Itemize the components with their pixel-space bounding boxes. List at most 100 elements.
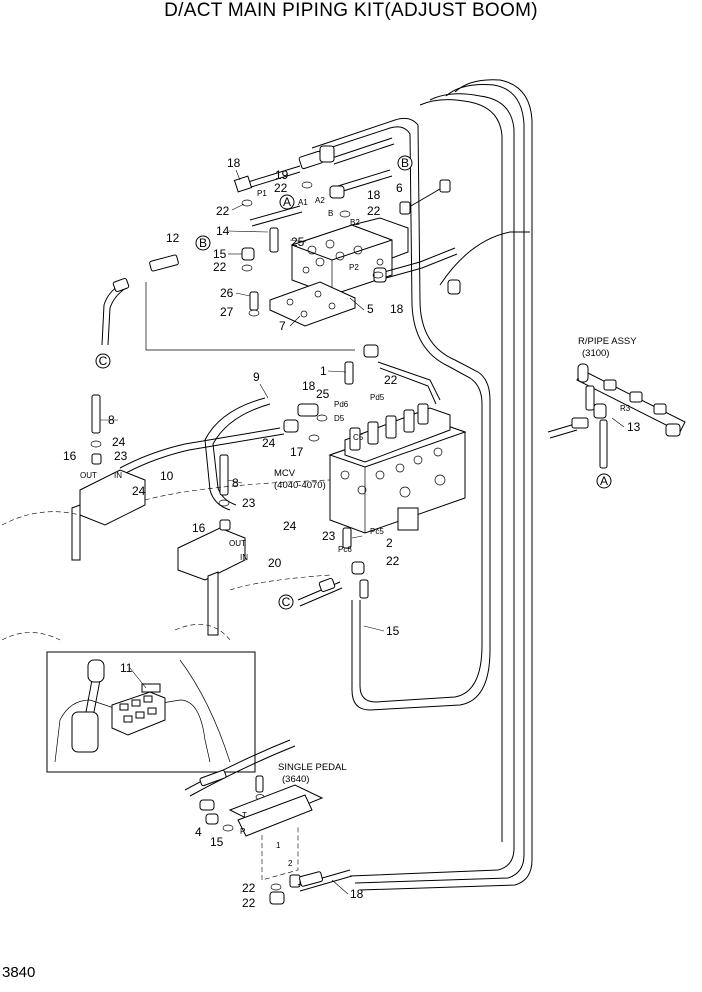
page-number: 3840 — [2, 964, 36, 981]
connector-b-upper: B — [397, 155, 413, 171]
callout-22: 15 — [210, 835, 224, 849]
callout-27: 27 — [220, 305, 234, 319]
port-a2: A2 — [315, 196, 325, 205]
connector-c-left: C — [95, 353, 111, 369]
pipe-bundle — [304, 79, 533, 891]
callout-24: 23 — [242, 496, 256, 510]
left-bracket-upper — [71, 394, 146, 561]
port-d5: D5 — [334, 414, 345, 423]
port-in-lower: IN — [240, 553, 248, 562]
callout-22: 2 — [386, 536, 393, 550]
connector-b-left: B — [195, 235, 211, 251]
callout-21: 13 — [627, 420, 641, 434]
callout-18: 18 — [302, 379, 316, 393]
callout-15: 4 — [195, 825, 202, 839]
port-1: 1 — [276, 841, 281, 850]
port-t: T — [242, 811, 247, 820]
callout-25: 25 — [291, 235, 305, 249]
callout-22: 22 — [384, 373, 398, 387]
callout-22: 22 — [216, 204, 230, 218]
mcv-note-line2: (4040-4070) — [274, 480, 326, 491]
port-pc5: Pc5 — [370, 527, 384, 536]
callout-13: 18 — [350, 887, 364, 901]
callout-22: 22 — [367, 204, 381, 218]
connector-label: A — [283, 195, 291, 209]
connector-label: A — [600, 474, 608, 488]
page-title: D/ACT MAIN PIPING KIT(ADJUST BOOM) — [164, 0, 538, 21]
upper-valve-block — [290, 217, 409, 296]
callout-18: 22 — [242, 896, 256, 910]
callout-23: 23 — [114, 449, 128, 463]
port-pd5: Pd5 — [370, 393, 385, 402]
pedal-note-line2: (3640) — [282, 774, 309, 785]
callout-24: 24 — [112, 435, 126, 449]
connector-a-upper: A — [279, 194, 295, 210]
callout-23: 20 — [268, 556, 282, 570]
port-2: 2 — [288, 859, 293, 868]
connector-label: C — [282, 595, 291, 609]
port-p: P — [240, 827, 245, 836]
port-c5: C5 — [353, 433, 364, 442]
connector-a-right: A — [596, 473, 612, 489]
connector-label: C — [99, 354, 108, 368]
callout-11: 15 — [386, 624, 400, 638]
callout-20: 24 — [283, 519, 297, 533]
callout-8: 8 — [232, 476, 239, 490]
callout-23: 16 — [192, 521, 206, 535]
left-bracket-lower — [177, 454, 246, 636]
hose-12 — [101, 254, 355, 351]
callout-24: 24 — [262, 436, 276, 450]
rpipe-assy — [547, 363, 686, 469]
callout-5: 5 — [367, 302, 374, 316]
rpipe-note-line1: R/PIPE ASSY — [578, 336, 637, 347]
port-r3: R3 — [620, 404, 631, 413]
callout-22: 22 — [242, 881, 256, 895]
port-pd6: Pd6 — [334, 400, 349, 409]
mounting-plate-7 — [269, 281, 356, 327]
callout-4: 11 — [120, 661, 133, 675]
hose-9 — [119, 397, 328, 511]
callout-1: 1 — [320, 364, 327, 378]
callout-15: 22 — [386, 554, 400, 568]
callout-18: 18 — [390, 302, 404, 316]
port-b: B — [328, 209, 333, 218]
cab-inset — [46, 651, 256, 773]
callout-19: 19 — [275, 168, 289, 182]
callout-16: 16 — [63, 449, 77, 463]
connector-label: B — [401, 156, 409, 170]
callout-6: 6 — [396, 181, 403, 195]
port-labels: P1 A1 A2 B B2 P2 Pd6 D5 Pd5 C5 Pc5 Pc6 O… — [80, 189, 631, 868]
port-p1: P1 — [257, 189, 267, 198]
connector-c-lower: C — [278, 594, 294, 610]
mcv-note-line1: MCV — [274, 468, 296, 479]
port-out-upper: OUT — [80, 471, 97, 480]
port-in-upper: IN — [114, 471, 122, 480]
port-p2: P2 — [349, 263, 359, 272]
callout-7: 7 — [279, 319, 286, 333]
callout-18: 18 — [367, 188, 381, 202]
callout-26: 26 — [220, 286, 234, 300]
hose-c-lower — [297, 577, 343, 607]
pedal-note-line1: SINGLE PEDAL — [278, 762, 347, 773]
callout-2: 23 — [322, 529, 336, 543]
port-a1: A1 — [298, 198, 308, 207]
connector-label: B — [199, 236, 207, 250]
callout-10: 10 — [160, 469, 174, 483]
callout-15: 15 — [213, 247, 227, 261]
mcv-valve — [328, 344, 467, 599]
callout-14: 14 — [216, 224, 230, 238]
single-pedal — [184, 739, 353, 905]
rpipe-note-line2: (3100) — [582, 348, 609, 359]
callout-numbers: 18 19 22 22 14 15 22 25 12 26 27 7 5 22 … — [63, 156, 641, 910]
upper-hoses — [233, 137, 461, 317]
port-b2: B2 — [350, 218, 360, 227]
callout-16: 24 — [132, 484, 146, 498]
callout-12: 12 — [166, 231, 180, 245]
callout-18: 18 — [227, 156, 241, 170]
leader-lines — [100, 169, 625, 895]
callout-22: 22 — [213, 260, 227, 274]
callout-17: 17 — [290, 445, 304, 459]
callout-9: 9 — [253, 370, 260, 384]
port-out-lower: OUT — [229, 539, 246, 548]
